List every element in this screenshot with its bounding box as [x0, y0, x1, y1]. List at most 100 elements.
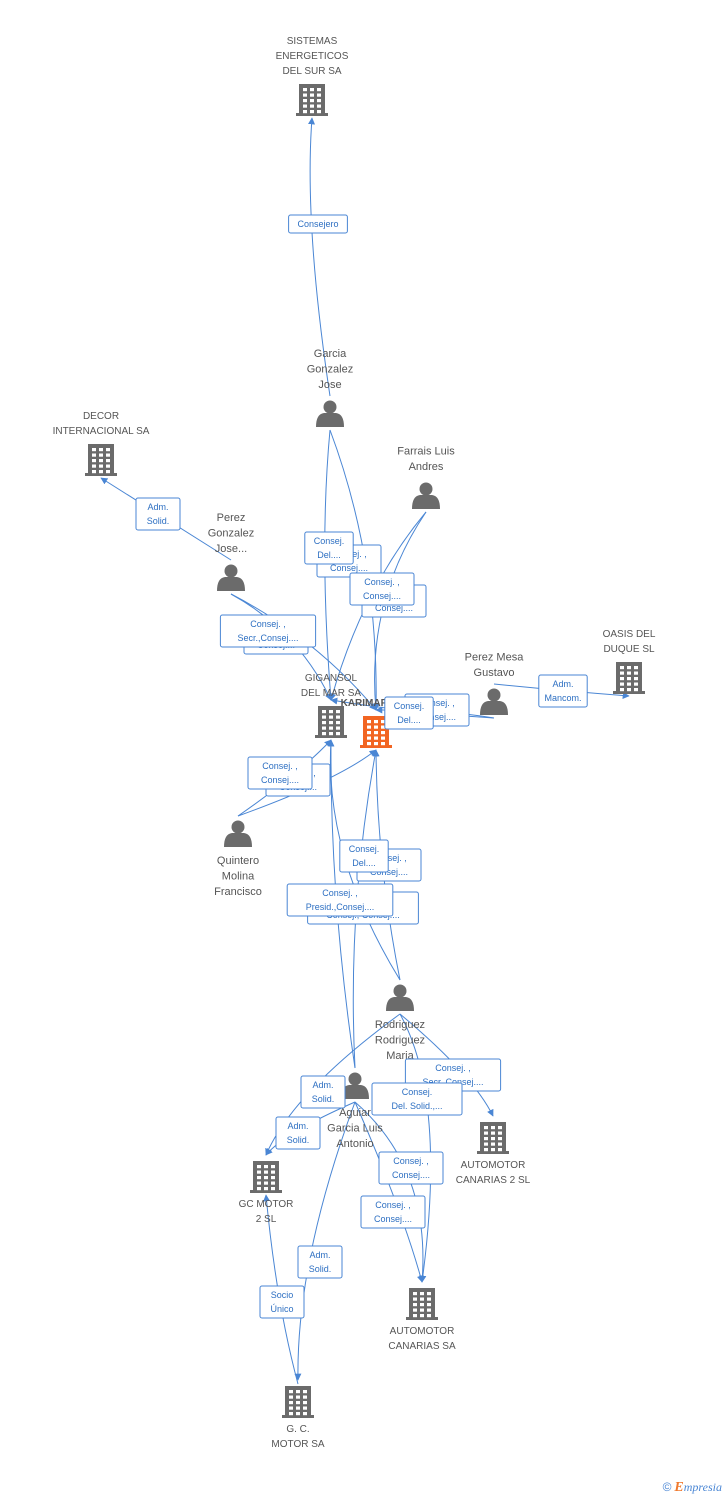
node-label-line: Quintero	[217, 855, 259, 867]
relation-label[interactable]: Consej. , Consej....	[360, 1195, 426, 1229]
edges-layer	[100, 117, 630, 1385]
node-label-line: DECOR	[83, 411, 119, 422]
node-label-line: Rodriguez	[375, 1035, 425, 1047]
node-label-line: GIGANSOL	[305, 673, 358, 684]
node-label-line: Gonzalez	[208, 528, 254, 540]
node-gcmotor[interactable]: G. C.MOTOR SA	[271, 1386, 325, 1450]
building-icon	[477, 1122, 509, 1154]
relation-label-text: Consej....	[392, 1170, 430, 1180]
relation-label-text: Del. Solid.,...	[391, 1101, 442, 1111]
person-icon	[386, 984, 414, 1011]
node-perezgj[interactable]: PerezGonzalezJose...	[208, 512, 254, 591]
relation-label[interactable]: Consej.Del....	[339, 839, 389, 873]
node-label-line: Andres	[409, 461, 444, 473]
building-icon	[282, 1386, 314, 1418]
relation-label-text: Consej....	[363, 591, 401, 601]
relation-label[interactable]: Consej. ,Presid.,Consej....	[286, 883, 394, 917]
relation-label-text: Solid.	[287, 1135, 310, 1145]
node-label-line: Jose...	[215, 543, 247, 555]
relation-label-text: Consej.	[394, 701, 425, 711]
node-label-line: DEL SUR SA	[282, 66, 341, 77]
relation-label[interactable]: Consejero	[288, 214, 348, 234]
node-label-line: Rodriguez	[375, 1019, 425, 1031]
relation-label[interactable]: Consej.Del....	[304, 531, 354, 565]
relation-label-text: Adm.	[147, 502, 168, 512]
person-icon	[224, 820, 252, 847]
relation-label-text: Consej. ,	[250, 619, 286, 629]
relation-label[interactable]: Consej.Del. Solid.,...	[371, 1082, 463, 1116]
relation-label-text: Consej....	[375, 603, 413, 613]
relation-label-text: Consej. ,	[375, 1200, 411, 1210]
footer-brand[interactable]: © Empresia	[663, 1480, 722, 1496]
relation-label[interactable]: Adm. Mancom.	[538, 674, 588, 708]
relation-label-text: Solid.	[312, 1094, 335, 1104]
person-icon	[480, 688, 508, 715]
building-icon	[85, 444, 117, 476]
node-label-line: Garcia Luis	[327, 1123, 383, 1135]
node-label-line: Perez	[217, 512, 246, 524]
relation-label-text: Consej. ,	[262, 761, 298, 771]
node-label-line: Molina	[222, 871, 255, 883]
relation-label-text: Consejero	[297, 219, 338, 229]
relation-label[interactable]: Consej. , Consej....	[378, 1151, 444, 1185]
relation-label-text: Consej....	[370, 867, 408, 877]
node-label-line: Perez Mesa	[465, 652, 525, 664]
node-label-line: Antonio	[336, 1138, 373, 1150]
relation-label-text: Consej....	[330, 563, 368, 573]
relation-label[interactable]: Adm.Solid.	[275, 1116, 321, 1150]
relation-label-text: Mancom.	[544, 693, 581, 703]
relation-label-text: Consej....	[374, 1214, 412, 1224]
node-label-line: Farrais Luis	[397, 446, 455, 458]
relation-label-text: Consej. ,	[393, 1156, 429, 1166]
relation-label-text: Secr.,Consej....	[422, 1077, 483, 1087]
node-label-line: DUQUE SL	[603, 644, 655, 655]
node-label-line: 2 SL	[256, 1214, 277, 1225]
node-label-line: ENERGETICOS	[276, 51, 349, 62]
node-label-line: Gonzalez	[307, 364, 353, 376]
relation-label[interactable]: Adm. Solid.	[135, 497, 181, 531]
node-label-line: CANARIAS SA	[388, 1341, 456, 1352]
edge-garcia-sistemas	[308, 117, 331, 397]
relation-label[interactable]: Adm.Solid.	[300, 1075, 346, 1109]
node-label-line: G. C.	[286, 1424, 309, 1435]
relation-label-text: Solid.	[147, 516, 170, 526]
relation-label[interactable]: Adm.Solid.	[297, 1245, 343, 1279]
relation-label-text: Adm.	[552, 679, 573, 689]
node-label-line: DEL MAR SA	[301, 688, 362, 699]
node-label-line: AUTOMOTOR	[461, 1160, 526, 1171]
node-label-line: Jose	[318, 379, 341, 391]
node-decor[interactable]: DECOR INTERNACIONAL SA	[53, 411, 150, 476]
relation-label-text: Del....	[397, 715, 421, 725]
relation-label[interactable]: Consej. ,Consej....	[349, 572, 415, 606]
building-icon	[296, 84, 328, 116]
relation-label[interactable]: Consej. ,Consej....	[247, 756, 313, 790]
node-label-line: INTERNACIONAL SA	[53, 426, 150, 437]
node-label-line: Francisco	[214, 886, 262, 898]
relation-label-text: Del....	[352, 858, 376, 868]
node-gigansol[interactable]: GIGANSOL DEL MAR SA	[301, 673, 362, 738]
relation-label[interactable]: Consej. Del....	[384, 696, 434, 730]
relation-label-text: Consej.	[314, 536, 345, 546]
person-icon	[412, 482, 440, 509]
relation-label-text: Único	[270, 1304, 293, 1314]
building-icon	[406, 1288, 438, 1320]
person-icon	[341, 1072, 369, 1099]
copyright-symbol: ©	[662, 1480, 672, 1494]
person-icon	[316, 400, 344, 427]
node-label-line: KARIMAR SL	[341, 698, 404, 709]
relation-label[interactable]: Consej. ,Secr.,Consej....	[219, 614, 317, 648]
